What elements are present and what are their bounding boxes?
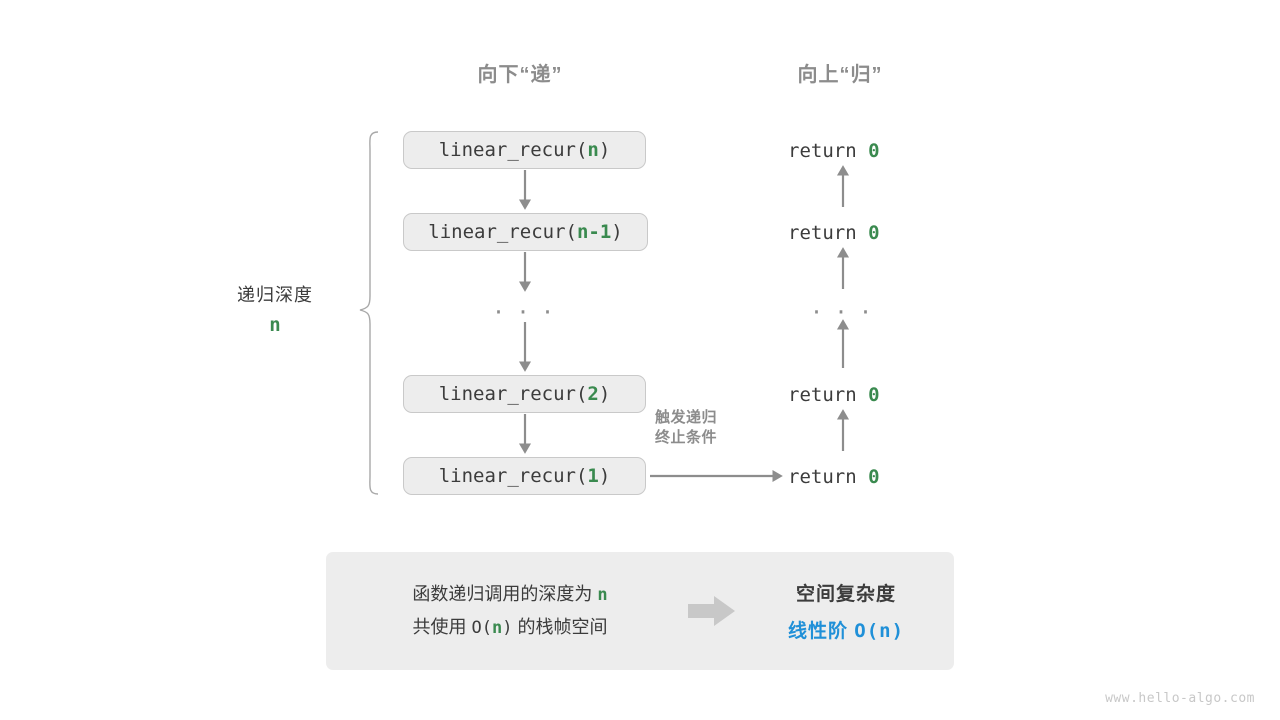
return-statement-2: return 0: [788, 222, 880, 244]
return-keyword: return: [788, 222, 857, 244]
summary-line-2-expr-close: ): [502, 618, 513, 638]
summary-arrow-icon: [676, 594, 748, 628]
return-value: 0: [868, 222, 880, 244]
call-box-suffix: ): [611, 221, 623, 243]
ellipsis-left: · · ·: [494, 298, 556, 328]
return-statement-1: return 0: [788, 140, 880, 162]
return-keyword: return: [788, 466, 857, 488]
return-value: 0: [868, 466, 880, 488]
summary-line-2: 共使用 O(n) 的栈帧空间: [344, 611, 676, 644]
call-box-suffix: ): [598, 465, 611, 487]
summary-line-2-var: n: [491, 618, 503, 638]
call-box-suffix: ): [598, 383, 611, 405]
summary-line-2-pre: 共使用: [412, 617, 467, 637]
call-box-prefix: linear_recur(: [428, 221, 577, 243]
recursion-depth-value: n: [269, 314, 281, 336]
call-box-prefix: linear_recur(: [438, 139, 588, 161]
summary-line-1-var: n: [597, 584, 608, 605]
summary-conclusion-value: 线性阶 O(n): [748, 616, 944, 643]
summary-conclusion: 空间复杂度 线性阶 O(n): [748, 579, 954, 643]
right-arrow-icon: [688, 596, 735, 626]
return-statement-4: return 0: [788, 466, 880, 488]
return-keyword: return: [788, 140, 857, 162]
call-box-prefix: linear_recur(: [438, 383, 588, 405]
call-box-2: linear_recur(2): [403, 375, 646, 413]
call-box-1: linear_recur(1): [403, 457, 646, 495]
summary-conclusion-title: 空间复杂度: [795, 584, 896, 605]
base-case-annotation-line2: 终止条件: [655, 429, 718, 447]
recursion-depth-text: 递归深度: [237, 285, 313, 305]
recursion-depth-brace: [359, 131, 379, 495]
ellipsis-right: · · ·: [812, 298, 874, 328]
return-value: 0: [868, 384, 880, 406]
summary-panel: 函数递归调用的深度为 n 共使用 O(n) 的栈帧空间 空间复杂度 线性阶 O(…: [326, 552, 954, 670]
column-header-descend: 向下“递”: [477, 64, 563, 86]
call-box-prefix: linear_recur(: [438, 465, 588, 487]
complexity-order-expr: O(n): [854, 620, 905, 642]
summary-line-2-post: 的栈帧空间: [517, 617, 608, 637]
column-header-ascend: 向上“归”: [797, 64, 883, 86]
watermark: www.hello-algo.com: [1105, 691, 1255, 706]
return-statement-3: return 0: [788, 384, 880, 406]
base-case-annotation: 触发递归 终止条件: [655, 408, 717, 449]
summary-line-1: 函数递归调用的深度为 n: [344, 578, 676, 611]
return-value: 0: [868, 140, 880, 162]
call-box-arg: 2: [587, 383, 599, 405]
call-box-n: linear_recur(n): [403, 131, 646, 169]
summary-description: 函数递归调用的深度为 n 共使用 O(n) 的栈帧空间: [326, 578, 676, 645]
summary-line-1-text: 函数递归调用的深度为: [412, 583, 593, 604]
call-box-arg: n: [587, 139, 599, 161]
call-box-suffix: ): [598, 139, 611, 161]
call-box-arg: 1: [587, 465, 599, 487]
summary-line-2-expr-open: O(: [471, 618, 492, 638]
complexity-order-label: 线性阶: [787, 621, 848, 642]
call-box-n-minus-1: linear_recur(n-1): [403, 213, 648, 251]
base-case-annotation-line1: 触发递归: [655, 409, 718, 426]
return-keyword: return: [788, 384, 857, 406]
recursion-depth-label: 递归深度 n: [237, 281, 313, 336]
call-box-arg: n-1: [576, 221, 612, 243]
